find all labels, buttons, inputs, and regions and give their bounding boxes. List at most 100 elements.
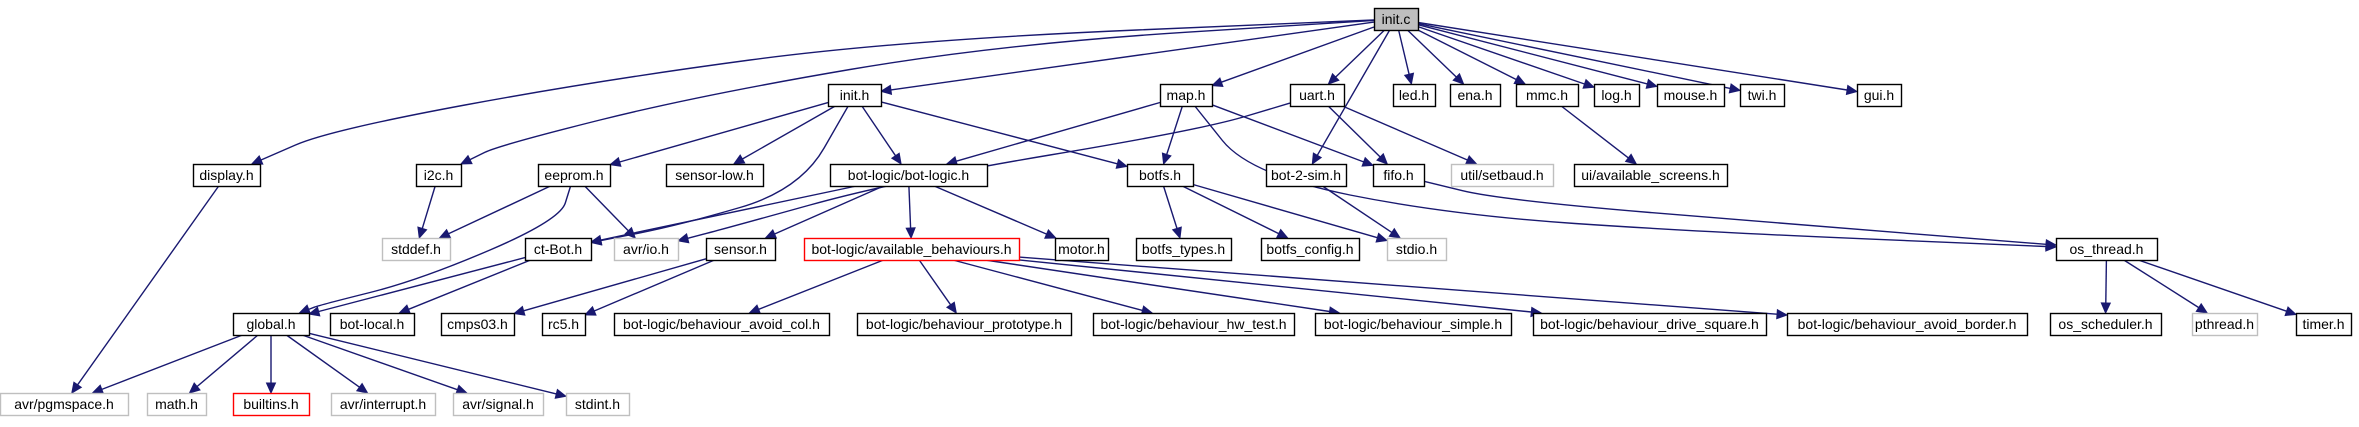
node-math-h[interactable]: math.h [146,392,208,417]
node-fifo-h[interactable]: fifo.h [1372,163,1426,188]
arrowhead-display_h-to-pgmspace_h [71,381,83,394]
node-behaviour-drive-square-h[interactable]: bot-logic/behaviour_drive_square.h [1532,312,1768,337]
node-global-h[interactable]: global.h [232,312,311,337]
node-init-c[interactable]: init.c [1373,7,1420,32]
node-box [803,237,1021,262]
node-available-behaviours-h[interactable]: bot-logic/available_behaviours.h [803,237,1021,262]
node-pthread-h[interactable]: pthread.h [2191,312,2259,337]
node-setbaud-h[interactable]: util/setbaud.h [1450,163,1555,188]
edge-fifo_h-to-os_thread_h [1423,180,2047,245]
edge-init_c-to-gui_h [1417,21,1848,91]
node-label: stdint.h [575,396,620,412]
node-motor-h[interactable]: motor.h [1054,237,1110,262]
edge-init_c-to-led_h [1397,29,1410,75]
node-behaviour-prototype-h[interactable]: bot-logic/behaviour_prototype.h [856,312,1073,337]
node-rc5-h[interactable]: rc5.h [541,312,587,337]
edge-os_thread_h-to-os_scheduler_h [2105,259,2108,304]
node-sensor-h[interactable]: sensor.h [705,237,777,262]
node-label: botfs_config.h [1266,241,1353,257]
node-available-screens-h[interactable]: ui/available_screens.h [1573,163,1729,188]
node-bot-local-h[interactable]: bot-local.h [329,312,416,337]
node-eeprom-h[interactable]: eeprom.h [537,163,612,188]
node-label: bot-logic/behaviour_prototype.h [866,316,1062,332]
node-box [1373,7,1420,32]
node-box [856,312,1073,337]
node-stdio-h[interactable]: stdio.h [1386,237,1448,262]
node-map-h[interactable]: map.h [1159,83,1214,108]
node-behaviour-avoid-col-h[interactable]: bot-logic/behaviour_avoid_col.h [613,312,831,337]
node-stddef-h[interactable]: stddef.h [381,237,452,262]
node-botfs-h[interactable]: botfs.h [1126,163,1195,188]
node-led-h[interactable]: led.h [1392,83,1437,108]
node-builtins-h[interactable]: builtins.h [232,392,311,417]
arrowhead-i2c_h-to-stddef_h [417,226,428,240]
edge-botfs_h-to-stdio_h [1192,183,1378,239]
edge-available_behaviours_h-to-behaviour_avoid_border_h [1018,256,1778,315]
node-display-h[interactable]: display.h [192,163,262,188]
edge-uart_h-to-avr_io_h [687,102,1291,239]
node-label: uart.h [1299,87,1335,103]
edge-ct_bot_h-to-global_h [318,256,526,313]
node-label: stdio.h [1396,241,1437,257]
node-cmps03-h[interactable]: cmps03.h [440,312,516,337]
node-box [1786,312,2029,337]
node-ena-h[interactable]: ena.h [1449,83,1502,108]
node-behaviour-hw-test-h[interactable]: bot-logic/behaviour_hw_test.h [1092,312,1296,337]
node-bot-2-sim-h[interactable]: bot-2-sim.h [1265,163,1348,188]
node-botfs-types-h[interactable]: botfs_types.h [1135,237,1233,262]
edge-sensor_h-to-rc5_h [593,259,715,312]
node-label: motor.h [1058,241,1105,257]
edge-os_thread_h-to-pthread_h [2123,259,2200,309]
node-gui-h[interactable]: gui.h [1856,83,1903,108]
node-label: os_scheduler.h [2058,316,2152,332]
edge-available_behaviours_h-to-behaviour_drive_square_h [1018,259,1532,313]
node-mmc-h[interactable]: mmc.h [1515,83,1580,108]
node-box [1126,163,1195,188]
edge-bot_2_sim_h-to-stdio_h [1322,185,1393,233]
node-label: map.h [1167,87,1206,103]
arrowhead-init_c-to-ena_h [1452,72,1465,85]
node-box [440,312,516,337]
node-label: botfs_types.h [1142,241,1225,257]
arrowhead-init_c-to-i2c_h [459,154,473,165]
arrowhead-eeprom_h-to-stddef_h [438,228,452,239]
edge-init_c-to-log_h [1417,25,1585,85]
edge-map_h-to-bot_logic_h [956,101,1161,162]
node-box [146,392,208,417]
arrowhead-uart_h-to-setbaud_h [1464,154,1478,165]
node-behaviour-simple-h[interactable]: bot-logic/behaviour_simple.h [1314,312,1513,337]
node-box [1265,163,1348,188]
node-bot-logic-h[interactable]: bot-logic/bot-logic.h [829,163,989,188]
node-stdint-h[interactable]: stdint.h [565,392,631,417]
node-os-thread-h[interactable]: os_thread.h [2055,237,2159,262]
node-avr-signal-h[interactable]: avr/signal.h [452,392,545,417]
node-i2c-h[interactable]: i2c.h [415,163,463,188]
node-twi-h[interactable]: twi.h [1739,83,1786,108]
edge-global_h-to-pgmspace_h [101,334,243,391]
node-behaviour-avoid-border-h[interactable]: bot-logic/behaviour_avoid_border.h [1786,312,2029,337]
edge-map_h-to-os_thread_h [1194,105,2047,248]
arrowhead-available_behaviours_h-to-behaviour_avoid_border_h [1776,308,1789,320]
node-ct-bot-h[interactable]: ct-Bot.h [524,237,593,262]
node-mouse-h[interactable]: mouse.h [1656,83,1726,108]
node-pgmspace-h[interactable]: avr/pgmspace.h [0,392,130,417]
node-timer-h[interactable]: timer.h [2295,312,2353,337]
node-avr-interrupt-h[interactable]: avr/interrupt.h [330,392,437,417]
edge-init_c-to-twi_h [1417,22,1731,90]
node-os-scheduler-h[interactable]: os_scheduler.h [2049,312,2163,337]
node-init-h[interactable]: init.h [827,83,883,108]
arrowhead-available_behaviours_h-to-behaviour_avoid_col_h [748,304,762,315]
node-box [192,163,262,188]
edge-botfs_h-to-botfs_config_h [1181,185,1280,235]
node-label: sensor.h [714,241,767,257]
node-box [541,312,587,337]
node-sensor-low-h[interactable]: sensor-low.h [665,163,765,188]
node-avr-io-h[interactable]: avr/io.h [613,237,680,262]
node-log-h[interactable]: log.h [1593,83,1641,108]
node-uart-h[interactable]: uart.h [1289,83,1346,108]
arrowhead-init_c-to-log_h [1582,78,1596,89]
node-botfs-config-h[interactable]: botfs_config.h [1260,237,1361,262]
node-box [1515,83,1580,108]
node-label: init.c [1382,11,1411,27]
